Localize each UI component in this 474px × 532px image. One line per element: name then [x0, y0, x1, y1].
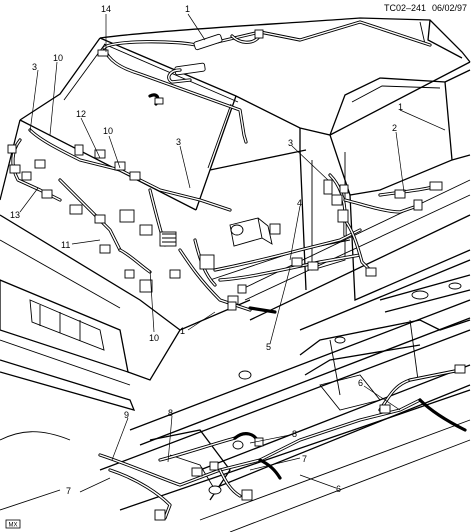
callout-9: 9 [124, 410, 129, 420]
callout-1-rear: 1 [398, 102, 403, 112]
body-harness [213, 173, 443, 314]
instrument-panel-harness [7, 128, 252, 312]
callout-11: 11 [61, 240, 70, 250]
callout-3-left: 3 [32, 62, 37, 72]
callout-10-bottom: 10 [149, 333, 159, 343]
callout-14: 14 [101, 4, 111, 14]
callout-13: 13 [10, 210, 20, 220]
chassis-harness [98, 364, 467, 521]
callout-labels: 14 1 3 10 12 10 3 13 11 10 1 1 2 3 4 5 6… [10, 4, 403, 496]
mx-badge-label: MX [9, 523, 18, 529]
callout-1-roof: 1 [185, 4, 190, 14]
drawing-date: 06/02/97 [432, 3, 467, 13]
callout-3-body: 3 [288, 138, 293, 148]
mx-badge: MX [5, 519, 21, 529]
callout-8-frame: 8 [168, 408, 173, 418]
callout-3-ip: 3 [176, 137, 181, 147]
drawing-code: TC02–241 [384, 3, 426, 13]
callout-leaders [19, 13, 446, 493]
callout-1-ip: 1 [180, 326, 185, 336]
callout-2: 2 [392, 123, 397, 133]
callout-8-chassis: 8 [292, 429, 297, 439]
callout-5: 5 [266, 342, 271, 352]
vehicle-body [0, 17, 471, 411]
callout-10-top: 10 [53, 53, 63, 63]
vehicle-frame [0, 274, 471, 532]
callout-12: 12 [76, 109, 86, 119]
callout-7-left: 7 [66, 486, 71, 496]
callout-7-right: 7 [302, 454, 307, 464]
callout-10-mid: 10 [103, 126, 113, 136]
callout-4: 4 [297, 198, 302, 208]
callout-6-rear: 6 [358, 378, 363, 388]
roof-harness [97, 20, 432, 144]
callout-6-front: 6 [336, 484, 341, 494]
